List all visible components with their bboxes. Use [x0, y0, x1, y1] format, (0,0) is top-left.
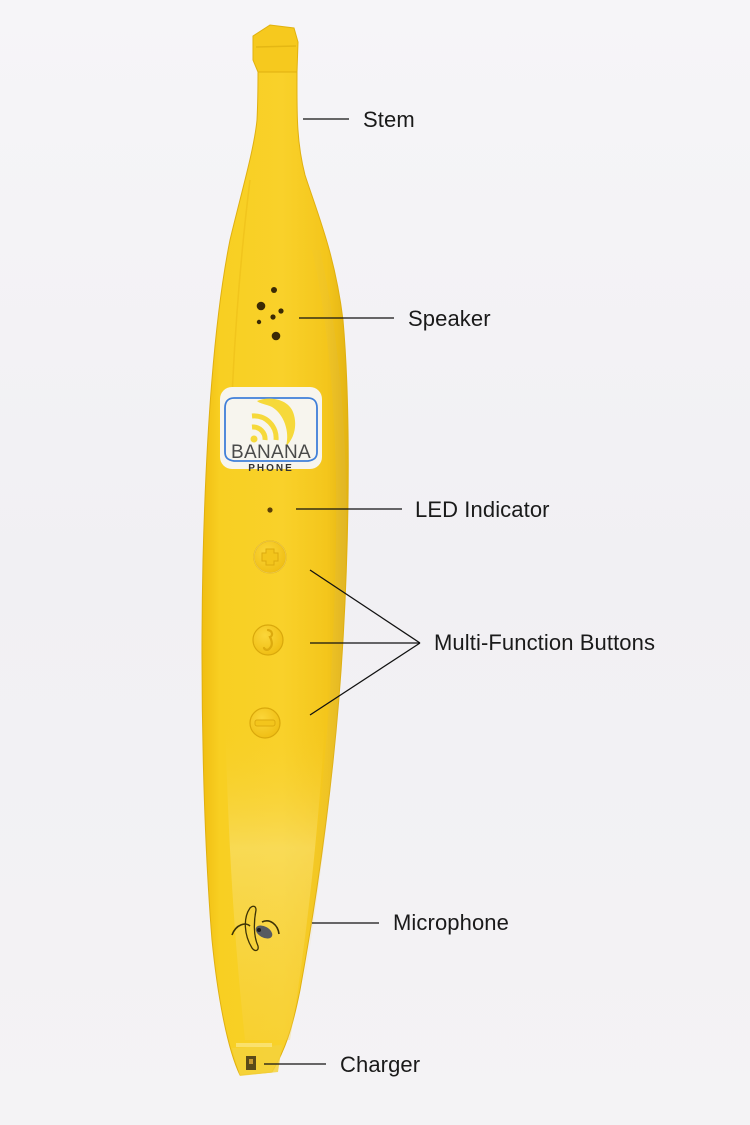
multi-function-buttons-label: Multi-Function Buttons: [434, 630, 656, 655]
microphone-banana-icon: [231, 905, 280, 952]
banana-phone-logo: [220, 387, 322, 469]
logo-text-phone: PHONE: [248, 463, 294, 474]
speaker-grille: [256, 287, 284, 341]
charger-port-area: [232, 1043, 282, 1076]
microphone-label: Microphone: [393, 910, 509, 935]
volume-down-button: [249, 707, 281, 739]
logo-text-banana: BANANA: [231, 442, 311, 463]
volume-up-button: [253, 540, 287, 574]
stem-label: Stem: [363, 107, 415, 132]
charger-label: Charger: [340, 1052, 421, 1077]
callout-lines: [264, 118, 421, 1065]
stem-tip: [252, 24, 299, 73]
led-indicator-label: LED Indicator: [415, 497, 550, 522]
speaker-label: Speaker: [408, 306, 491, 331]
call-button: [252, 624, 284, 656]
led-indicator: [267, 507, 273, 513]
